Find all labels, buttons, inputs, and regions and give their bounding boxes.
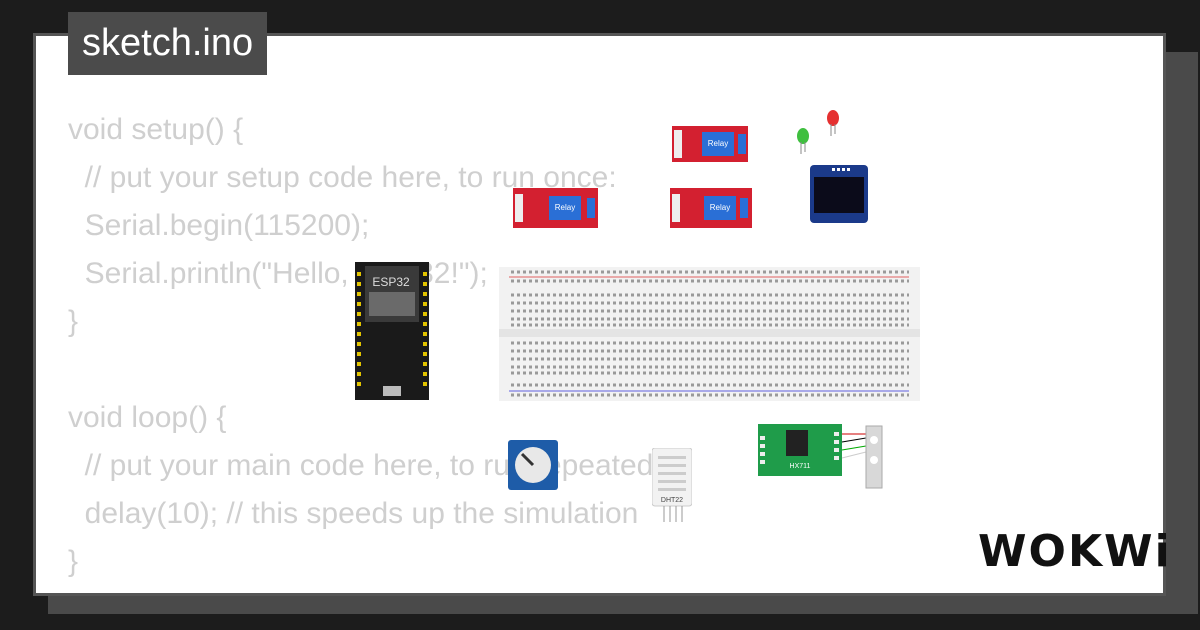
esp32-label: ESP32 bbox=[372, 275, 410, 289]
code-line: void loop() { bbox=[68, 401, 227, 434]
esp32-board[interactable]: ESP32 bbox=[355, 262, 429, 400]
dht22-label: DHT22 bbox=[661, 497, 683, 504]
breadboard[interactable] bbox=[499, 267, 920, 401]
relay-label: Relay bbox=[710, 203, 730, 212]
load-cell[interactable] bbox=[840, 424, 884, 490]
relay-module-left[interactable]: Relay bbox=[513, 188, 598, 228]
relay-module-top[interactable]: Relay bbox=[672, 126, 748, 162]
relay-label: Relay bbox=[708, 139, 728, 148]
oled-display[interactable] bbox=[810, 165, 868, 223]
code-line: // put your setup code here, to run once… bbox=[68, 161, 617, 194]
relay-label: Relay bbox=[555, 203, 575, 212]
potentiometer[interactable] bbox=[508, 440, 558, 490]
code-line: delay(10); // this speeds up the simulat… bbox=[68, 497, 639, 530]
hx711-module[interactable]: HX711 bbox=[758, 424, 842, 476]
led-green[interactable] bbox=[796, 128, 810, 154]
code-line: void setup() { bbox=[68, 113, 244, 146]
hx711-label: HX711 bbox=[790, 463, 811, 470]
relay-module-right[interactable]: Relay bbox=[670, 188, 752, 228]
led-red[interactable] bbox=[826, 110, 840, 136]
code-line: Serial.begin(115200); bbox=[68, 209, 370, 242]
wokwi-logo: WOKWi bbox=[978, 526, 1172, 577]
dht22-sensor[interactable]: DHT22 bbox=[652, 448, 692, 522]
code-line: } bbox=[68, 305, 79, 338]
code-line: // put your main code here, to run repea… bbox=[68, 449, 684, 482]
file-tab[interactable]: sketch.ino bbox=[68, 12, 268, 75]
code-line: } bbox=[68, 545, 79, 578]
